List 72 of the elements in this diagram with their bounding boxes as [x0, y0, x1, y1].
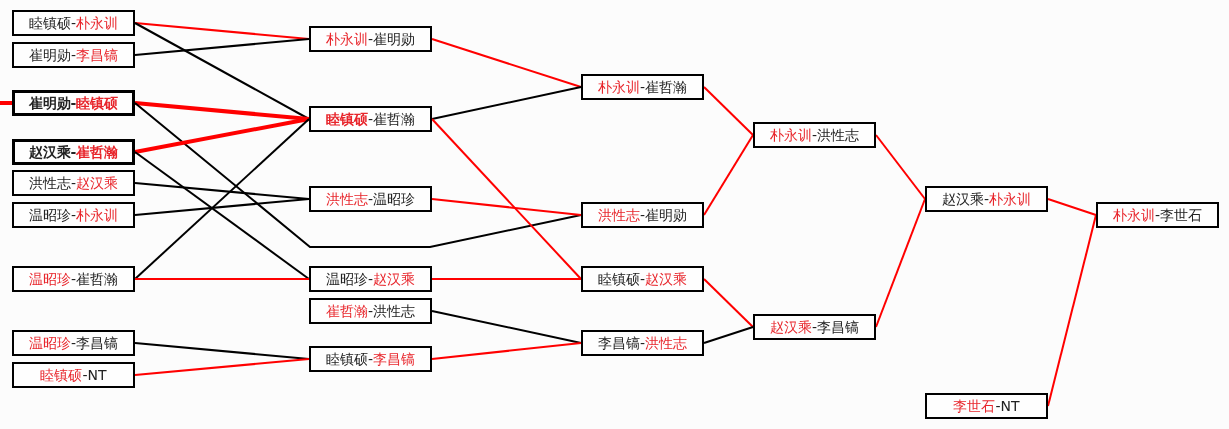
match-label: 睦镇硕-崔哲瀚	[325, 112, 416, 126]
match-label: 朴永训-洪性志	[769, 128, 860, 142]
bracket-line	[703, 278, 754, 328]
match-box	[12, 202, 135, 228]
match-box	[12, 362, 135, 388]
bracket-line	[134, 358, 310, 376]
match-box	[12, 10, 135, 36]
match-box	[581, 74, 704, 100]
bracket-line	[431, 118, 582, 280]
match-box	[309, 266, 432, 292]
match-box	[925, 186, 1048, 212]
match-box	[309, 26, 432, 52]
match-label: 洪性志-崔明勋	[597, 208, 688, 222]
match-label: 崔哲瀚-洪性志	[325, 304, 416, 318]
bracket-line	[134, 22, 310, 120]
match-label: 赵汉乘-李昌镐	[769, 320, 860, 334]
bracket-line	[134, 117, 310, 154]
match-box	[12, 170, 135, 196]
match-box	[309, 298, 432, 324]
match-label: 温昭珍-朴永训	[28, 208, 119, 222]
match-box	[581, 266, 704, 292]
bracket-line	[703, 326, 754, 344]
match-label: 李世石-NT	[953, 399, 1020, 413]
bracket-line	[431, 278, 582, 280]
match-label: 洪性志-赵汉乘	[28, 176, 119, 190]
bracket-line	[875, 134, 926, 200]
match-label: 睦镇硕-李昌镐	[325, 352, 416, 366]
bracket-line	[134, 278, 310, 280]
match-label: 李昌镐-洪性志	[597, 336, 688, 350]
match-box	[12, 330, 135, 356]
bracket-line	[703, 86, 754, 136]
match-label: 赵汉乘-崔哲瀚	[28, 145, 119, 159]
bracket-line	[134, 118, 310, 280]
match-box	[753, 314, 876, 340]
match-box	[925, 393, 1048, 419]
match-box	[12, 139, 135, 165]
bracket-line	[431, 38, 582, 88]
bracket-line	[134, 102, 582, 248]
match-label: 睦镇硕-朴永训	[28, 16, 119, 30]
match-box	[12, 42, 135, 68]
bracket-line	[134, 151, 310, 280]
match-label: 洪性志-温昭珍	[325, 192, 416, 206]
match-label: 朴永训-崔明勋	[325, 32, 416, 46]
match-box	[581, 202, 704, 228]
bracket-line	[0, 101, 12, 105]
bracket-line	[1047, 198, 1097, 216]
bracket-line	[431, 310, 582, 344]
match-box	[753, 122, 876, 148]
bracket-line	[875, 198, 926, 328]
bracket-line	[703, 134, 754, 216]
bracket-line	[134, 198, 310, 216]
bracket-line	[431, 342, 582, 360]
match-box	[12, 90, 135, 116]
match-label: 朴永训-李世石	[1112, 208, 1203, 222]
match-box	[309, 346, 432, 372]
match-label: 睦镇硕-赵汉乘	[597, 272, 688, 286]
bracket-line	[431, 86, 582, 120]
match-label: 睦镇硕-NT	[40, 368, 107, 382]
bracket-line	[431, 198, 582, 216]
match-box	[12, 266, 135, 292]
match-label: 温昭珍-崔哲瀚	[28, 272, 119, 286]
match-box	[309, 186, 432, 212]
match-label: 崔明勋-李昌镐	[28, 48, 119, 62]
match-label: 赵汉乘-朴永训	[941, 192, 1032, 206]
match-box	[309, 106, 432, 132]
match-label: 温昭珍-李昌镐	[28, 336, 119, 350]
match-label: 朴永训-崔哲瀚	[597, 80, 688, 94]
match-box	[1096, 202, 1219, 228]
match-label: 温昭珍-赵汉乘	[325, 272, 416, 286]
match-label: 崔明勋-睦镇硕	[28, 96, 119, 110]
match-box	[581, 330, 704, 356]
bracket-line	[134, 38, 310, 56]
